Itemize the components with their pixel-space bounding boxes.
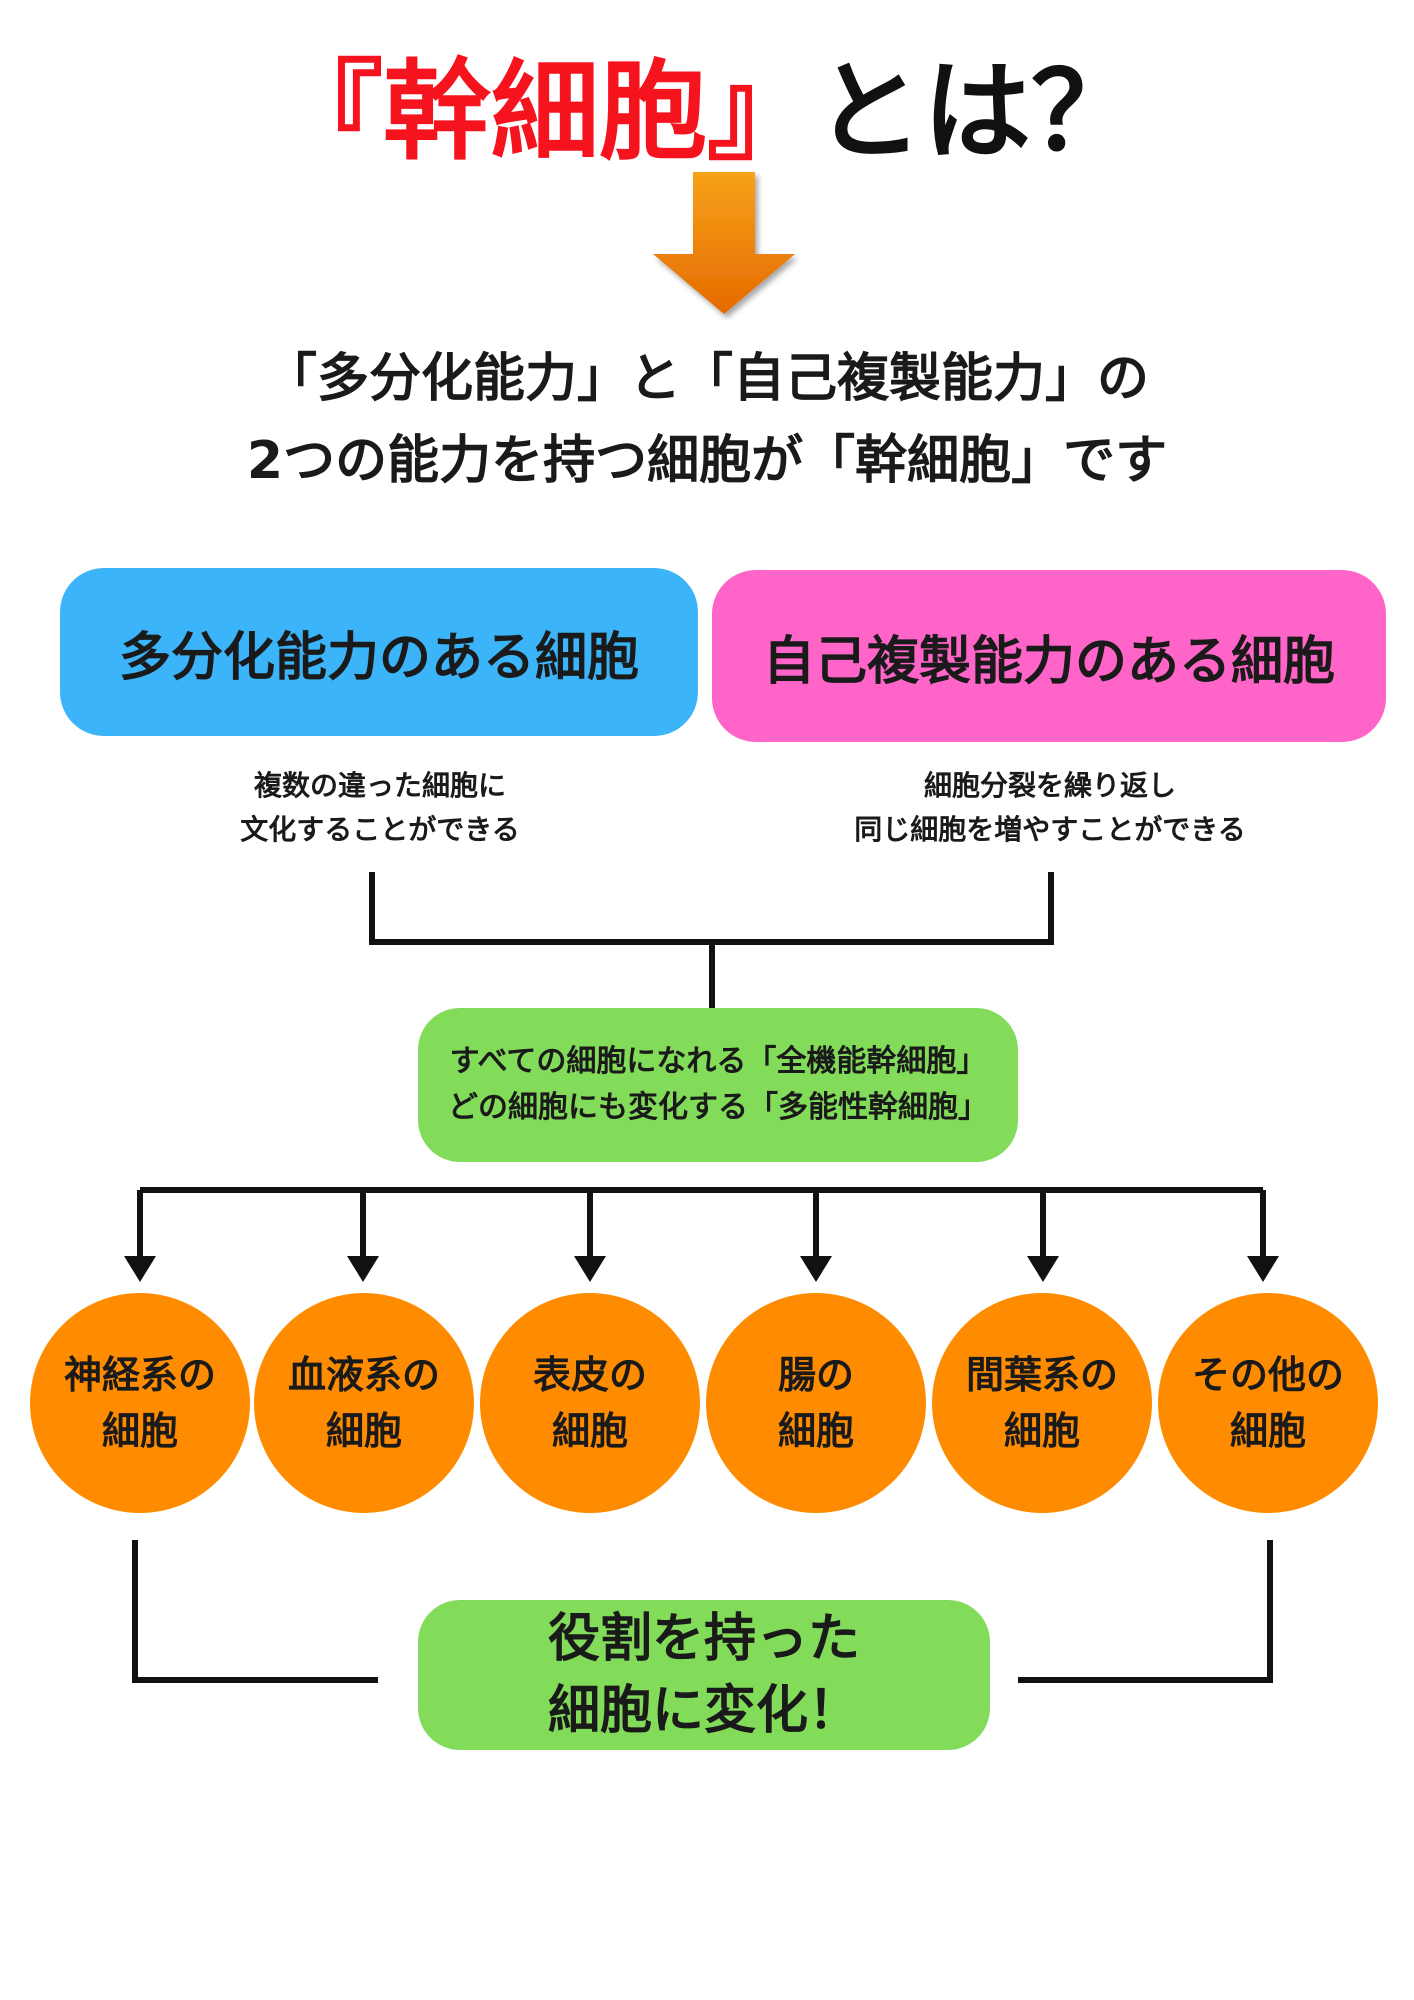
multipotent-desc-line-1: 複数の違った細胞に bbox=[253, 769, 506, 802]
stem-cell-box: すべての細胞になれる「全機能幹細胞」 どの細胞にも変化する「多能性幹細胞」 bbox=[418, 1008, 1018, 1162]
arrowhead-3 bbox=[574, 1256, 606, 1282]
stem-cell-line-2: どの細胞にも変化する「多能性幹細胞」 bbox=[448, 1090, 988, 1125]
self-renewal-cell-box: 自己複製能力のある細胞 bbox=[712, 570, 1386, 742]
bottom-left-bracket bbox=[132, 1540, 378, 1683]
cell-circle-epidermis: 表皮の細胞 bbox=[480, 1293, 700, 1513]
self-renewal-description: 細胞分裂を繰り返し 同じ細胞を増やすことができる bbox=[790, 764, 1310, 852]
title-highlight: 『幹細胞』 bbox=[274, 50, 815, 175]
cell-label-line-1: 血液系の bbox=[287, 1353, 440, 1397]
arrowhead-2 bbox=[347, 1256, 379, 1282]
multipotent-desc-line-2: 文化することができる bbox=[240, 813, 520, 846]
cell-label-line-2: 細胞 bbox=[777, 1409, 854, 1453]
multipotent-cell-box: 多分化能力のある細胞 bbox=[60, 568, 698, 736]
stem-cell-line-1: すべての細胞になれる「全機能幹細胞」 bbox=[449, 1044, 987, 1079]
result-box: 役割を持った 細胞に変化！ bbox=[418, 1600, 990, 1750]
cell-label-line-1: 神経系の bbox=[63, 1353, 216, 1397]
down-arrow-icon bbox=[653, 172, 795, 314]
arrowhead-5 bbox=[1027, 1256, 1059, 1282]
self-renewal-desc-line-1: 細胞分裂を繰り返し bbox=[923, 769, 1176, 802]
self-renewal-desc-line-2: 同じ細胞を増やすことができる bbox=[854, 813, 1246, 846]
cell-label-line-1: その他の bbox=[1191, 1353, 1344, 1397]
multipotent-cell-label: 多分化能力のある細胞 bbox=[118, 627, 639, 688]
cell-circle-other: その他の細胞 bbox=[1158, 1293, 1378, 1513]
cell-label-line-2: 細胞 bbox=[551, 1409, 628, 1453]
cell-label-line-2: 細胞 bbox=[325, 1409, 402, 1453]
cell-circle-mesenchymal: 間葉系の細胞 bbox=[932, 1293, 1152, 1513]
multipotent-description: 複数の違った細胞に 文化することができる bbox=[160, 764, 600, 852]
cell-label-line-2: 細胞 bbox=[1003, 1409, 1080, 1453]
cell-label-line-1: 腸の bbox=[777, 1353, 854, 1397]
cell-label-line-2: 細胞 bbox=[101, 1409, 178, 1453]
arrowhead-4 bbox=[800, 1256, 832, 1282]
cell-circle-nervous: 神経系の細胞 bbox=[30, 1293, 250, 1513]
result-line-2: 細胞に変化！ bbox=[547, 1681, 860, 1741]
title-rest: とは？ bbox=[815, 50, 1140, 175]
cell-circle-blood: 血液系の細胞 bbox=[254, 1293, 474, 1513]
bottom-right-bracket bbox=[1018, 1540, 1273, 1683]
subtitle-line-2: 2つの能力を持つ細胞が「幹細胞」です bbox=[246, 431, 1168, 491]
arrowhead-6 bbox=[1247, 1256, 1279, 1282]
cell-circle-intestine: 腸の細胞 bbox=[706, 1293, 926, 1513]
cell-label-line-1: 間葉系の bbox=[965, 1353, 1118, 1397]
arrowhead-1 bbox=[124, 1256, 156, 1282]
subtitle-line-1: 「多分化能力」と「自己複製能力」の bbox=[264, 349, 1149, 409]
cell-label-line-1: 表皮の bbox=[532, 1353, 647, 1397]
result-line-1: 役割を持った bbox=[547, 1609, 860, 1669]
page-title: 『幹細胞』とは？ bbox=[0, 48, 1414, 178]
self-renewal-cell-label: 自己複製能力のある細胞 bbox=[762, 631, 1335, 692]
cell-label-line-2: 細胞 bbox=[1229, 1409, 1306, 1453]
top-bracket bbox=[369, 872, 1054, 945]
subtitle: 「多分化能力」と「自己複製能力」の 2つの能力を持つ細胞が「幹細胞」です bbox=[0, 338, 1414, 502]
